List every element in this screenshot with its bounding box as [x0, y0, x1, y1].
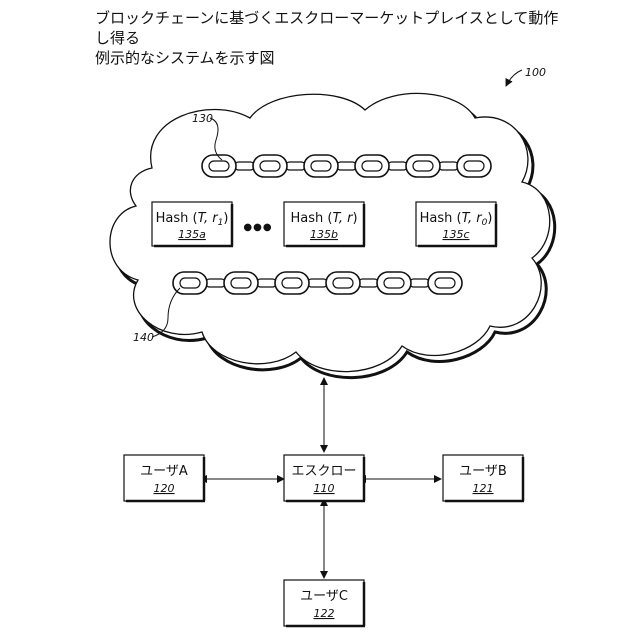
chain-top-connector-link [439, 162, 459, 170]
chain-top-ref-label: 130 [192, 112, 213, 125]
figure-ref-label: 100 [525, 66, 546, 79]
chain-bottom-connector-link [308, 279, 328, 287]
chain-top-link-inner [362, 161, 382, 171]
node-user-c: ユーザC 122 [284, 580, 365, 626]
hash-ref-135c: 135c [442, 228, 469, 241]
hash-box-135a: Hash (T, r1) 135a [152, 202, 233, 246]
node-user-a-ref: 120 [154, 482, 175, 495]
chain-bottom-link-inner [384, 278, 404, 288]
chain-bottom-ref-label: 140 [133, 331, 154, 344]
chain-bottom-link-inner [435, 278, 455, 288]
chain-bottom-link-inner [180, 278, 200, 288]
node-user-b-label: ユーザB [459, 464, 507, 479]
chain-bottom-connector-link [410, 279, 430, 287]
hash-ref-135b: 135b [310, 228, 338, 241]
node-user-c-ref: 122 [314, 607, 335, 620]
hash-box-135b: Hash (T, r) 135b [284, 202, 365, 246]
chain-top-link-inner [260, 161, 280, 171]
chain-top-connector-link [337, 162, 357, 170]
hash-ellipsis: ●●● [243, 222, 272, 233]
chain-top-link-inner [464, 161, 484, 171]
hash-label-135a: Hash (T, r1) [156, 211, 229, 228]
hash-box-135c: Hash (T, r0) 135c [416, 202, 497, 246]
chain-bottom-link-inner [231, 278, 251, 288]
chain-top-link-inner [413, 161, 433, 171]
chain-bottom-connector-link [359, 279, 379, 287]
chain-bottom-connector-link [257, 279, 277, 287]
figure-ref-arrow [506, 70, 522, 86]
hash-label-135c: Hash (T, r0) [420, 211, 493, 228]
node-user-c-label: ユーザC [300, 589, 348, 604]
node-user-b: ユーザB 121 [443, 455, 524, 501]
node-user-a-label: ユーザA [140, 464, 188, 479]
node-escrow-label: エスクロー [291, 464, 356, 479]
chain-top-connector-link [286, 162, 306, 170]
hash-label-135b: Hash (T, r) [290, 211, 357, 226]
hash-ref-135a: 135a [178, 228, 206, 241]
node-escrow: エスクロー 110 [284, 455, 365, 501]
chain-bottom-link-inner [282, 278, 302, 288]
chain-bottom-connector-link [206, 279, 226, 287]
node-escrow-ref: 110 [314, 482, 335, 495]
chain-top-link-inner [311, 161, 331, 171]
node-user-b-ref: 121 [473, 482, 494, 495]
chain-top-link-inner [209, 161, 229, 171]
chain-top-connector-link [388, 162, 408, 170]
node-user-a: ユーザA 120 [124, 455, 205, 501]
chain-top-connector-link [235, 162, 255, 170]
chain-bottom-link-inner [333, 278, 353, 288]
